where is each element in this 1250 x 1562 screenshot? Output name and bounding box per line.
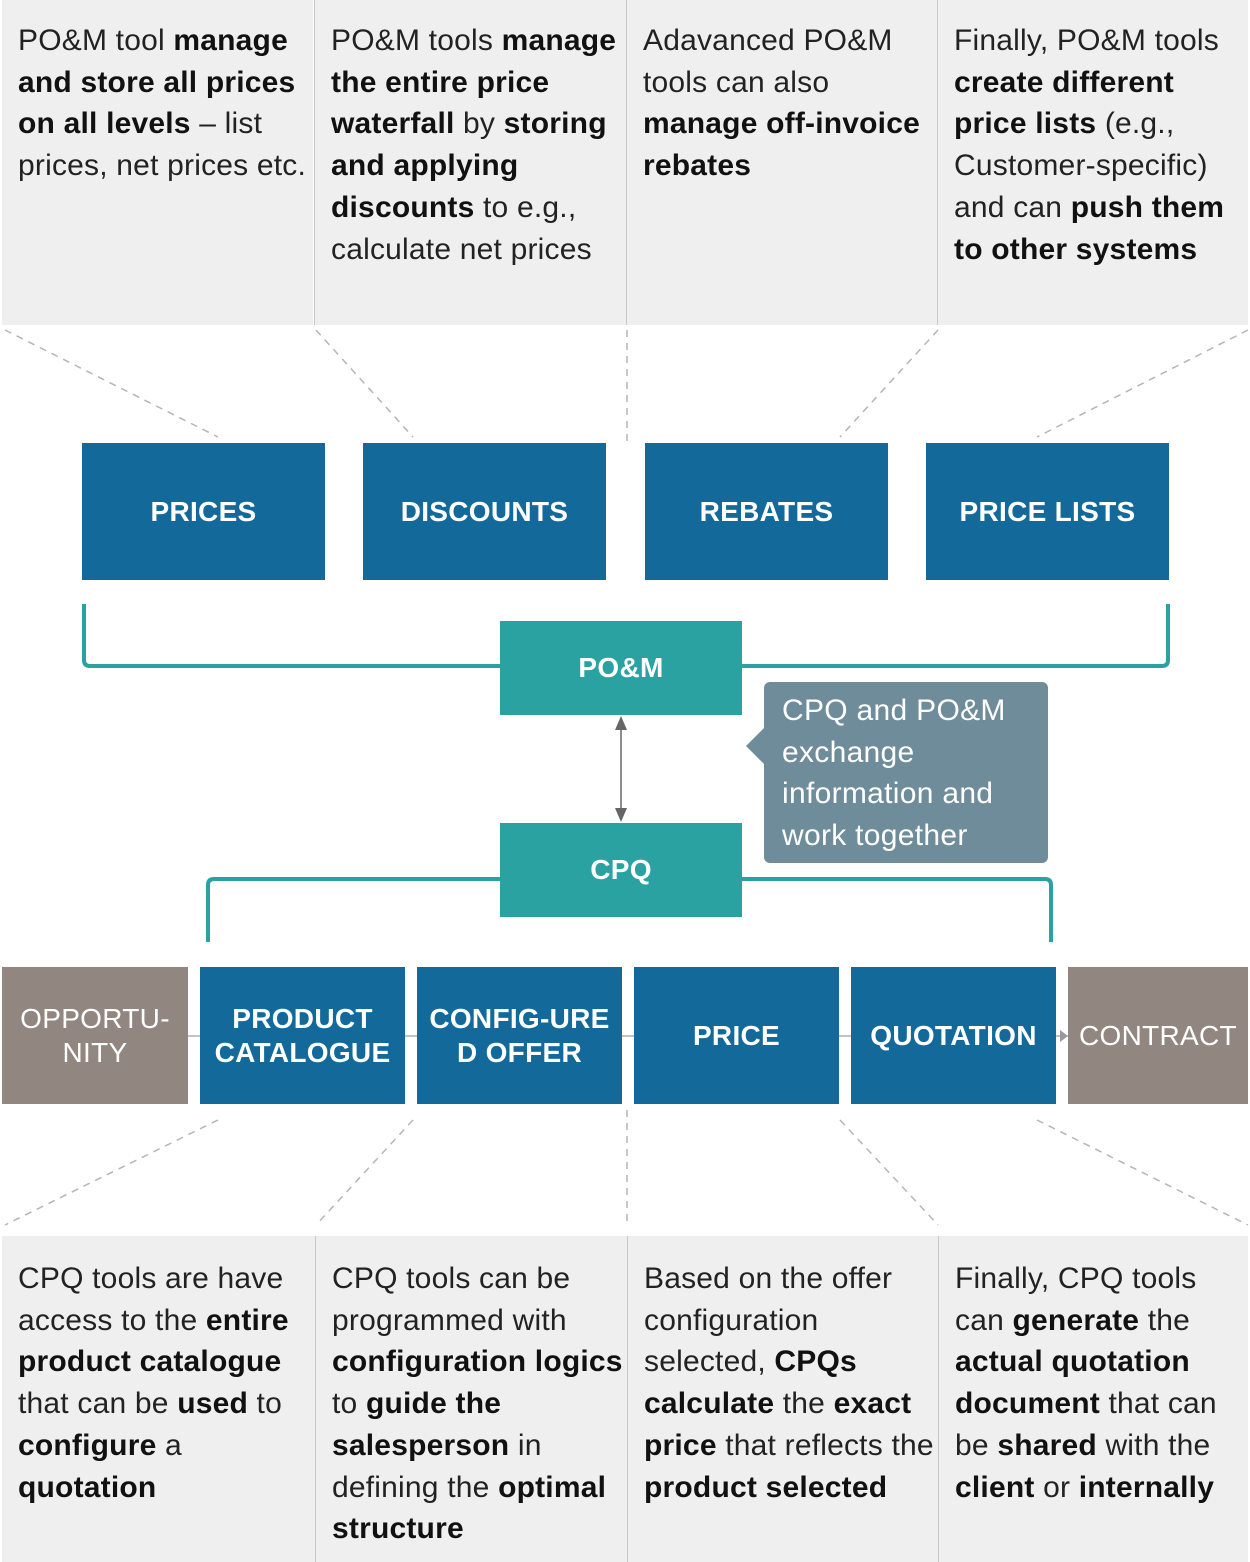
product-catalogue-label: PRODUCT CATALOGUE	[214, 1002, 391, 1068]
desc-rebates: Adavanced PO&M tools can also manage off…	[627, 0, 937, 325]
discounts-box: DISCOUNTS	[363, 443, 606, 580]
desc-bold-text: create different price lists	[954, 65, 1174, 141]
desc-text: or	[1034, 1470, 1079, 1504]
desc-bold-text: guide the salesperson	[332, 1387, 510, 1462]
desc-product-catalogue: CPQ tools are have access to the entire …	[2, 1236, 315, 1562]
callout-text: CPQ and PO&M exchange information and wo…	[782, 694, 1006, 853]
desc-text: the	[774, 1387, 834, 1421]
desc-bold-text: generate	[1012, 1303, 1140, 1337]
discounts-label: DISCOUNTS	[400, 495, 569, 527]
desc-price: Based on the offer configuration selecte…	[628, 1236, 938, 1562]
pom-box: PO&M	[500, 621, 742, 715]
product-catalogue-box: PRODUCT CATALOGUE	[200, 967, 405, 1104]
desc-bold-text: CPQs calculate	[644, 1345, 857, 1421]
desc-bold-text: quotation	[18, 1470, 157, 1504]
desc-bold-text: used	[177, 1387, 249, 1421]
contract-box: CONTRACT	[1068, 967, 1248, 1104]
desc-discounts: PO&M tools manage the entire price water…	[315, 0, 626, 325]
opportunity-label: OPPORTU-NITY	[20, 1002, 170, 1068]
price-label: PRICE	[692, 1019, 781, 1051]
desc-text: by	[454, 107, 504, 141]
desc-bold-text: entire product catalogue	[18, 1303, 289, 1379]
desc-bold-text: configure	[18, 1428, 157, 1462]
desc-bold-text: push them to other systems	[954, 190, 1225, 266]
price-lists-label: PRICE LISTS	[959, 495, 1136, 527]
desc-bold-text: optimal structure	[332, 1470, 607, 1546]
divider	[315, 1236, 316, 1562]
price-lists-box: PRICE LISTS	[926, 443, 1169, 580]
prices-label: PRICES	[150, 495, 257, 527]
quotation-label: QUOTATION	[870, 1019, 1037, 1051]
divider	[938, 1236, 939, 1562]
configured-offer-box: CONFIG-URED OFFER	[417, 967, 622, 1104]
desc-text: in defining the	[332, 1428, 542, 1504]
desc-text: CPQ tools can be programmed with	[332, 1262, 571, 1337]
desc-bold-text: manage the entire price waterfall	[331, 24, 617, 141]
contract-label: CONTRACT	[1079, 1019, 1237, 1051]
desc-text: PO&M tool	[18, 24, 174, 57]
desc-text: with the	[1096, 1428, 1211, 1462]
desc-bold-text: actual quotation document	[955, 1345, 1190, 1421]
desc-text: a	[156, 1428, 182, 1462]
desc-text: – list prices, net prices etc.	[18, 107, 307, 183]
desc-bold-text: shared	[997, 1428, 1097, 1462]
rebates-label: REBATES	[699, 495, 834, 527]
configured-offer-label: CONFIG-URED OFFER	[429, 1002, 610, 1068]
desc-text: to	[332, 1387, 366, 1421]
desc-bold-text: manage and store all prices on all level…	[18, 24, 296, 141]
desc-bold-text: manage off-invoice rebates	[643, 107, 920, 183]
desc-text: to	[248, 1387, 282, 1421]
rebates-box: REBATES	[645, 443, 888, 580]
desc-text: Finally, PO&M tools	[954, 24, 1219, 57]
exchange-callout: CPQ and PO&M exchange information and wo…	[764, 682, 1048, 863]
desc-bold-text: internally	[1078, 1470, 1215, 1504]
quotation-box: QUOTATION	[851, 967, 1056, 1104]
pom-label: PO&M	[578, 652, 664, 683]
desc-bold-text: product selected	[644, 1470, 888, 1504]
desc-bold-text: configuration logics	[332, 1345, 623, 1379]
desc-text: that reflects the	[716, 1428, 934, 1462]
divider	[314, 0, 315, 325]
price-box: PRICE	[634, 967, 839, 1104]
desc-text: PO&M tools	[331, 24, 502, 57]
desc-text: Based on the offer configuration selecte…	[644, 1262, 893, 1379]
desc-price-lists: Finally, PO&M tools create different pri…	[938, 0, 1248, 325]
desc-text: that can be	[18, 1387, 178, 1421]
cpq-label: CPQ	[590, 854, 652, 885]
desc-configured-offer: CPQ tools can be programmed with configu…	[316, 1236, 627, 1562]
divider	[626, 0, 627, 325]
desc-quotation: Finally, CPQ tools can generate the actu…	[939, 1236, 1248, 1562]
desc-text: the	[1139, 1303, 1191, 1337]
cpq-box: CPQ	[500, 823, 742, 917]
desc-text: Adavanced PO&M tools can also	[643, 24, 893, 99]
desc-text: that can be	[955, 1387, 1217, 1462]
desc-bold-text: storing and applying discounts	[331, 107, 607, 224]
desc-bold-text: client	[955, 1470, 1035, 1504]
divider	[937, 0, 938, 325]
desc-text: to e.g., calculate net prices	[331, 190, 592, 266]
desc-bold-text: exact price	[644, 1387, 912, 1462]
desc-text: Finally, CPQ tools can	[955, 1262, 1197, 1337]
desc-text: (e.g., Customer-specific) and can	[954, 107, 1208, 224]
desc-text: CPQ tools are have access to the	[18, 1262, 284, 1337]
desc-prices: PO&M tool manage and store all prices on…	[2, 0, 313, 325]
prices-box: PRICES	[82, 443, 325, 580]
opportunity-box: OPPORTU-NITY	[2, 967, 188, 1104]
divider	[627, 1236, 628, 1562]
callout-pointer	[746, 726, 766, 766]
